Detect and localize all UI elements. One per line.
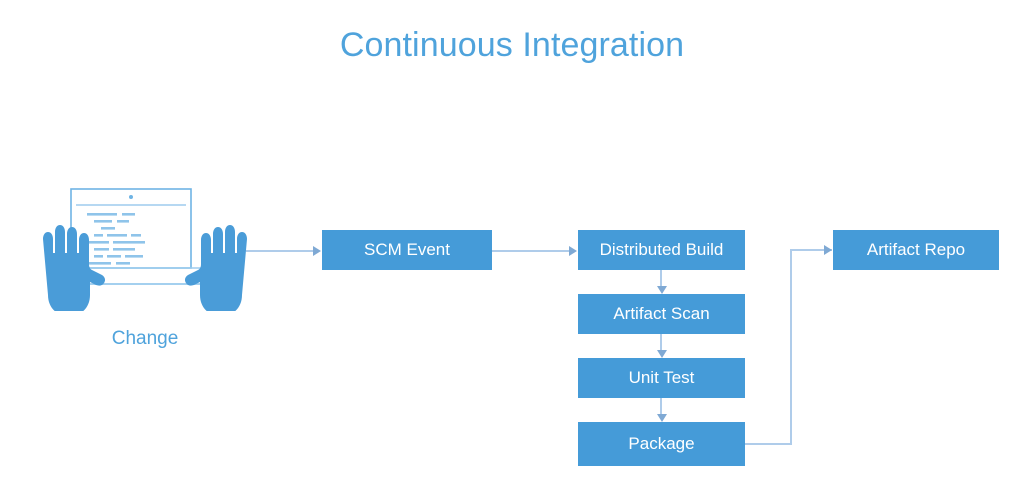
edge-unit-test-to-package-arrowhead: [657, 414, 667, 422]
node-artifact-scan[interactable]: Artifact Scan: [578, 294, 745, 334]
edge-unit-test-to-package: [660, 398, 662, 416]
hands-typing-on-laptop-icon: [40, 186, 250, 311]
edge-package-to-artifact-repo-segment-3: [790, 249, 832, 251]
edge-artifact-scan-to-unit-test: [660, 334, 662, 352]
node-artifact-repo-label: Artifact Repo: [866, 239, 966, 259]
edge-distributed-build-to-artifact-scan: [660, 270, 662, 288]
edge-artifact-scan-to-unit-test-arrowhead: [657, 350, 667, 358]
node-unit-test[interactable]: Unit Test: [578, 358, 745, 398]
edge-change-to-scm-event: [246, 250, 314, 252]
node-distributed-build[interactable]: Distributed Build: [578, 230, 745, 270]
edge-change-to-scm-event-arrowhead: [313, 246, 321, 256]
node-package-label: Package: [628, 433, 695, 453]
edge-package-to-artifact-repo-segment-2: [790, 249, 792, 445]
edge-package-to-artifact-repo-segment-1: [745, 443, 792, 445]
edge-scm-event-to-distributed-build-arrowhead: [569, 246, 577, 256]
node-scm-event[interactable]: SCM Event: [322, 230, 492, 270]
node-artifact-scan-label: Artifact Scan: [613, 303, 710, 323]
node-unit-test-label: Unit Test: [628, 367, 695, 387]
node-package[interactable]: Package: [578, 422, 745, 466]
edge-scm-event-to-distributed-build: [492, 250, 570, 252]
node-scm-event-label: SCM Event: [364, 239, 450, 259]
node-artifact-repo[interactable]: Artifact Repo: [833, 230, 999, 270]
edge-distributed-build-to-artifact-scan-arrowhead: [657, 286, 667, 294]
edge-package-to-artifact-repo-arrowhead: [824, 245, 832, 255]
page-title: Continuous Integration: [339, 26, 685, 64]
node-distributed-build-label: Distributed Build: [599, 239, 724, 259]
change-label: Change: [111, 328, 179, 349]
